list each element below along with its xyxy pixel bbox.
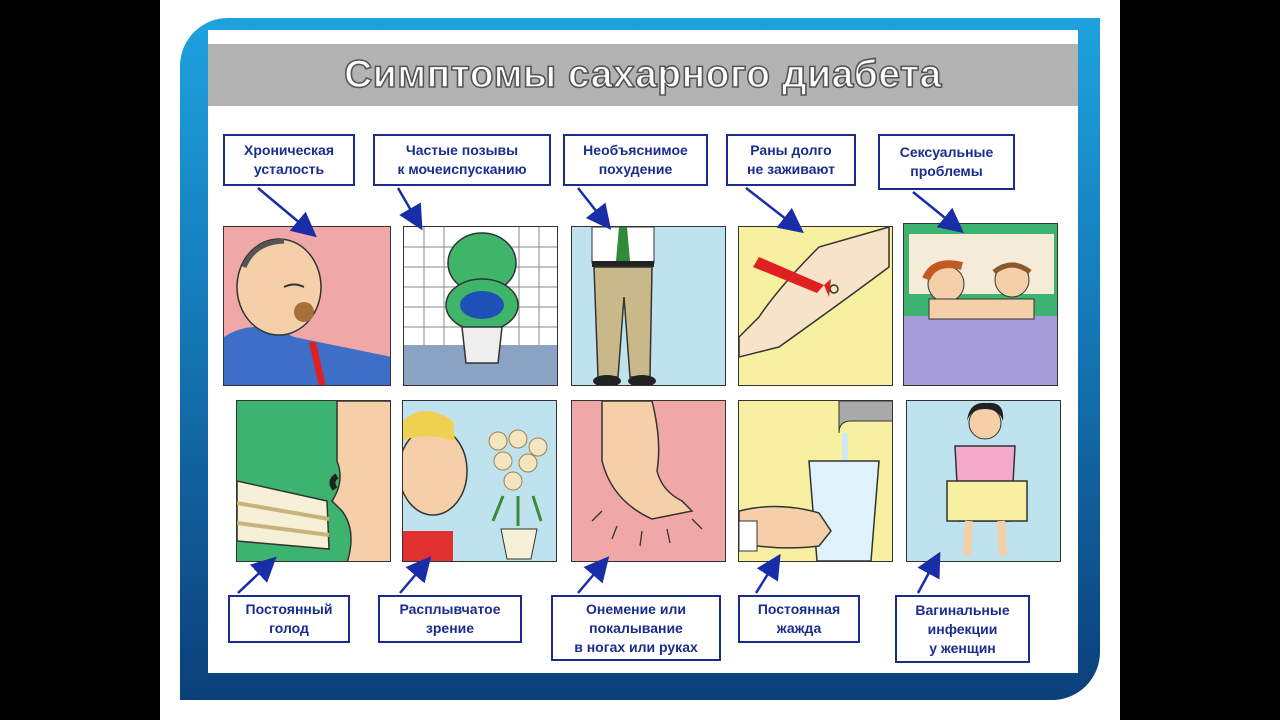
- label-sexual-problems: Сексуальные проблемы: [878, 134, 1015, 190]
- panel-weight-loss: [571, 226, 726, 386]
- panel-sexual: [903, 223, 1058, 386]
- label-chronic-fatigue: Хроническая усталость: [223, 134, 355, 186]
- panel-fatigue: [223, 226, 391, 386]
- label-slow-healing: Раны долго не заживают: [726, 134, 856, 186]
- panel-hunger: [236, 400, 391, 562]
- label-numbness: Онемение или покалывание в ногах или рук…: [551, 595, 721, 661]
- arrow-4: [745, 187, 804, 234]
- panel-thirst: [738, 400, 893, 562]
- slide: Симптомы сахарного диабета Хроническая у…: [160, 0, 1120, 720]
- label-frequent-urination: Частые позывы к мочеиспусканию: [373, 134, 551, 186]
- arrow-9: [754, 553, 781, 594]
- label-blurred-vision: Расплывчатое зрение: [378, 595, 522, 643]
- label-vaginal-infections: Вагинальные инфекции у женщин: [895, 595, 1030, 663]
- arrow-2: [396, 187, 423, 231]
- panel-urination: [403, 226, 558, 386]
- arrow-6: [237, 556, 277, 594]
- poster: Симптомы сахарного диабета Хроническая у…: [208, 30, 1078, 673]
- arrow-7: [399, 556, 432, 594]
- arrow-8: [577, 556, 610, 594]
- title-bar: Симптомы сахарного диабета: [208, 44, 1078, 106]
- panel-wounds: [738, 226, 893, 386]
- arrow-3: [577, 187, 612, 230]
- panel-numbness: [571, 400, 726, 562]
- panel-infections: [906, 400, 1061, 562]
- label-constant-hunger: Постоянный голод: [228, 595, 350, 643]
- label-constant-thirst: Постоянная жажда: [738, 595, 860, 643]
- poster-title: Симптомы сахарного диабета: [343, 52, 942, 97]
- panel-blurred-vision: [402, 400, 557, 562]
- label-weight-loss: Необъяснимое похудение: [563, 134, 708, 186]
